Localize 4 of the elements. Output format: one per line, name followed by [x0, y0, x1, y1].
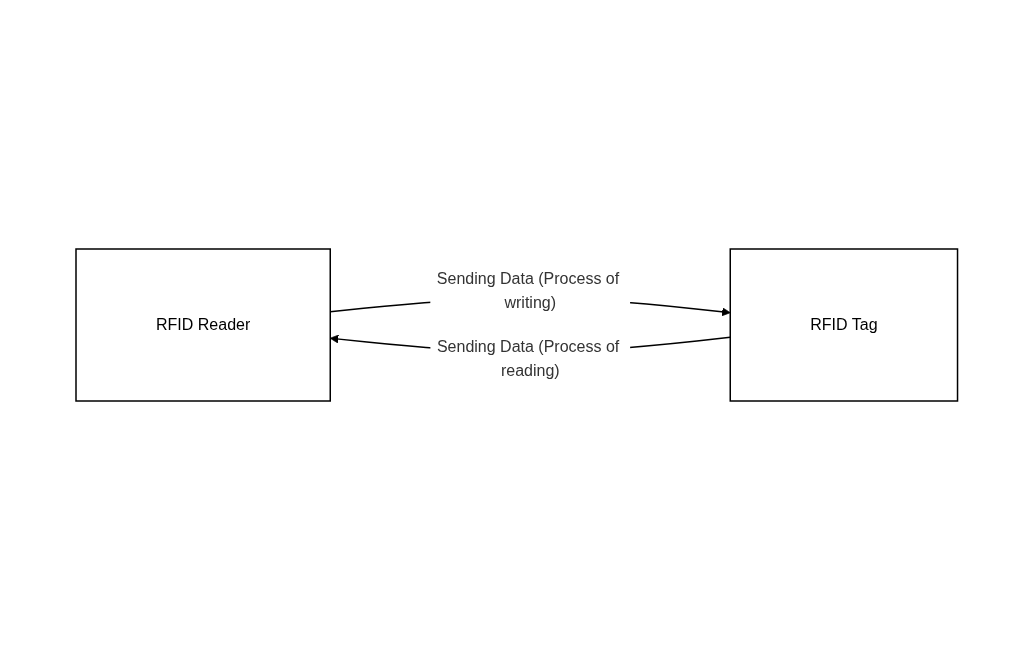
node-box: RFID Reader: [75, 248, 332, 402]
node-box: RFID Tag: [729, 248, 959, 402]
edge-label: Sending Data (Process of reading): [437, 337, 620, 379]
edge-label: Sending Data (Process of writing): [437, 270, 620, 311]
